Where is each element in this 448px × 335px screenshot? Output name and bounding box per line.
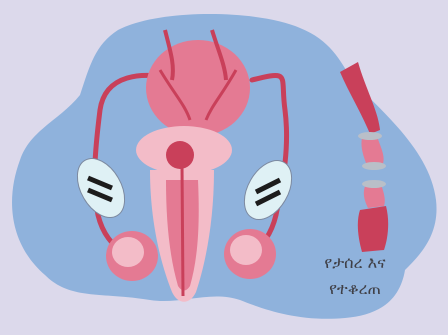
prostate-core <box>166 141 194 169</box>
bladder <box>146 40 250 136</box>
urethra <box>182 165 183 296</box>
caption: የታሰረ እና የተቆረጠ <box>300 250 410 302</box>
testicle-left-highlight <box>112 237 144 267</box>
testicle-right-highlight <box>230 235 262 265</box>
caption-line-1: የታሰረ እና <box>300 250 410 276</box>
caption-line-2: የተቆረጠ <box>300 276 410 302</box>
